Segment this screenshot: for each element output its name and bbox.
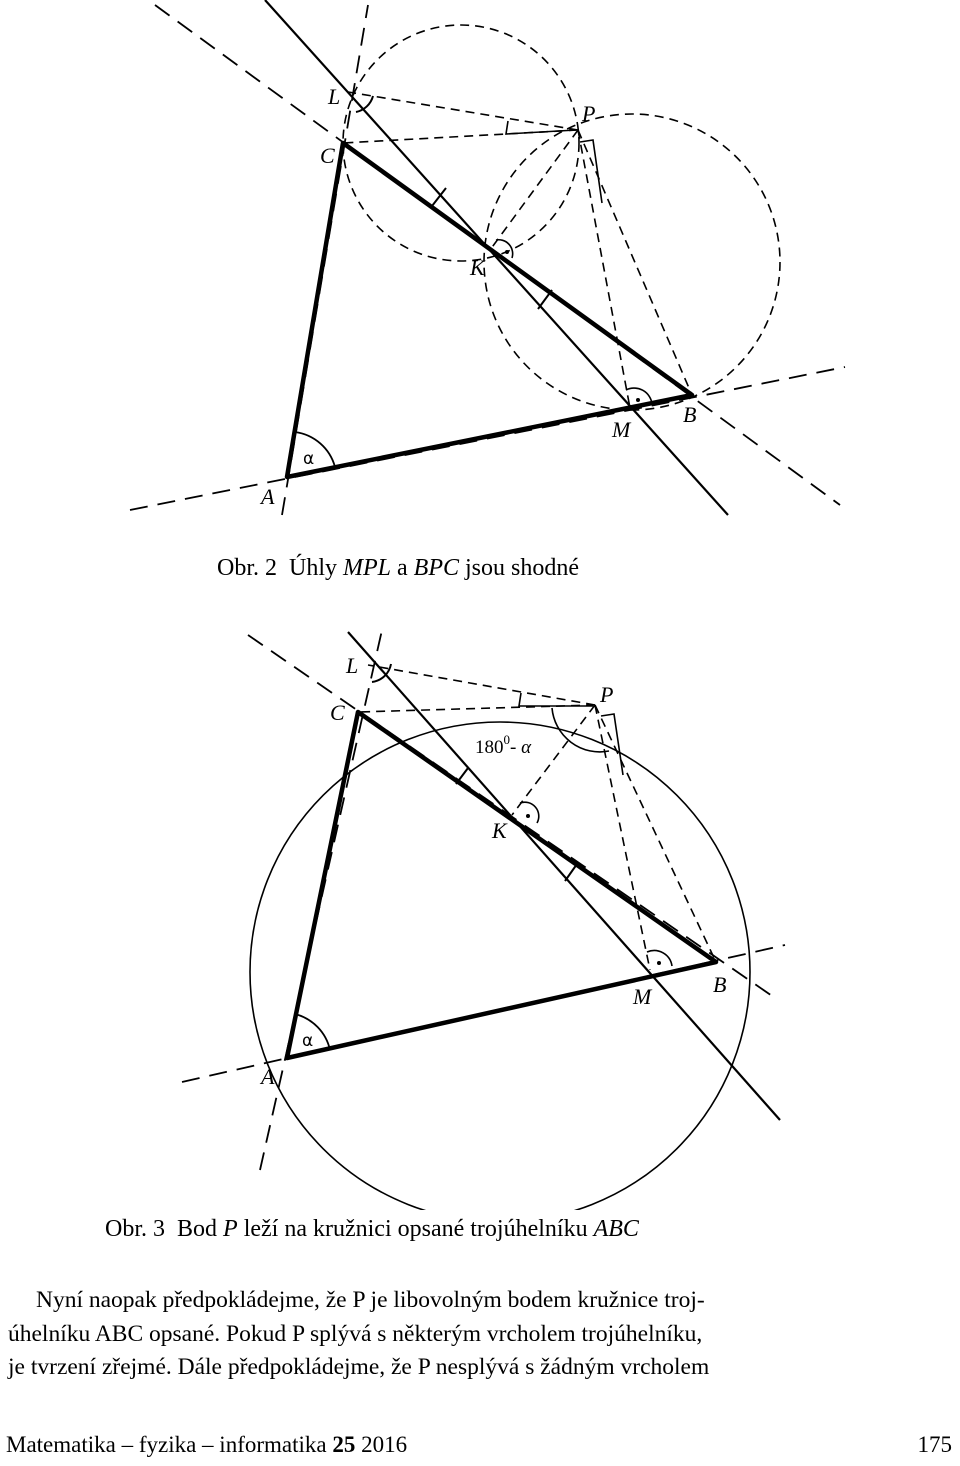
point-label-a: A [259,484,275,509]
caption-text: a [397,555,408,581]
caption-text: Bod [177,1216,218,1242]
right-angle-mark-m [579,139,603,204]
circle-lpk [342,24,580,262]
point-label-a: A [259,1064,275,1089]
line-ac-extension [259,629,383,1171]
caption-math: MPL [343,555,391,581]
right-angle-dot-m [657,961,661,965]
figure-2-caption: Obr. 2 Úhly MPL a BPC jsou shodné [217,555,579,582]
right-angle-mark-l [518,692,593,707]
segment-pb [577,129,693,396]
figure-3-caption: Obr. 3 Bod P leží na kružnici opsané tro… [105,1216,639,1243]
point-label-k: K [491,818,508,843]
segment-pl [347,91,579,131]
right-angle-dot-k [505,250,509,254]
angle-arc-k [519,801,540,824]
angle-arc-m [625,387,653,405]
segment-pk [489,129,579,251]
circumcircle [249,721,751,1210]
page-footer: Matematika – fyzika – informatika 25 201… [6,1432,952,1458]
caption-number: Obr. 3 [105,1216,165,1242]
point-label-b: B [683,402,696,427]
angle-arc-m [646,949,673,967]
point-label-m: M [611,417,632,442]
point-label-p: P [599,682,613,707]
tick-ck [431,187,447,207]
page-number: 175 [917,1432,953,1457]
angle-arc-a [294,1013,331,1051]
angle-arc-k [495,238,514,259]
footer-volume: 25 [332,1432,356,1457]
point-label-m: M [632,984,653,1009]
segment-pb [594,704,717,963]
caption-math: ABC [593,1216,639,1242]
angle-label-alpha: α [303,449,314,469]
line-lk [347,631,781,1121]
segment-pc [342,129,579,144]
caption-math: BPC [413,555,459,581]
triangle-abc [284,140,695,480]
figure-2: L C P K M B A α [129,0,846,516]
paragraph-line-1: Nyní naopak předpokládejme, že P je libo… [36,1287,705,1313]
point-label-k: K [469,255,486,280]
angle-label-alpha: α [302,1031,313,1051]
segment-pm [577,129,631,409]
paragraph-line-2: úhelníku ABC opsané. Pokud P splývá s ně… [8,1320,703,1347]
point-label-l: L [327,84,340,109]
caption-text: leží na kružnici opsané trojúhelníku [243,1216,588,1242]
segment-pk [511,704,596,816]
point-label-b: B [713,972,726,997]
right-angle-dot-m [636,398,640,402]
angle-arc-p [551,707,610,753]
point-label-l: L [345,653,358,678]
triangle-abc [284,709,719,1061]
caption-text: Úhly [289,555,337,581]
caption-text: jsou shodné [464,555,579,581]
line-lk [264,0,729,516]
footer-year: 2016 [361,1432,408,1457]
angle-arc-a [294,431,336,468]
right-angle-mark-l [505,120,577,135]
segment-pc [357,704,596,713]
paragraph-line-3: je tvrzení zřejmé. Dále předpokládejme, … [8,1354,710,1380]
caption-number: Obr. 2 [217,555,277,581]
angle-label-180-minus-alpha: 1800- α [475,732,532,758]
point-label-c: C [320,143,335,168]
point-label-p: P [581,101,595,126]
point-label-c: C [330,700,345,725]
tick-ck [455,767,469,785]
figure-3: L C P K M B A α 1800- α [181,629,786,1210]
tick-kb [564,863,578,882]
segment-pm [594,704,651,971]
footer-journal: Matematika – fyzika – informatika 25 201… [6,1432,408,1457]
segment-pl [367,664,596,706]
circle-kpm [483,113,781,411]
tick-kb [537,289,553,310]
angle-arc-l [371,663,392,683]
angle-arc-l [355,95,374,113]
right-angle-mark-m [600,713,624,776]
body-paragraph: Nyní naopak předpokládejme, že P je libo… [8,1284,954,1385]
right-angle-dot-k [526,814,530,818]
caption-math: P [223,1216,238,1242]
